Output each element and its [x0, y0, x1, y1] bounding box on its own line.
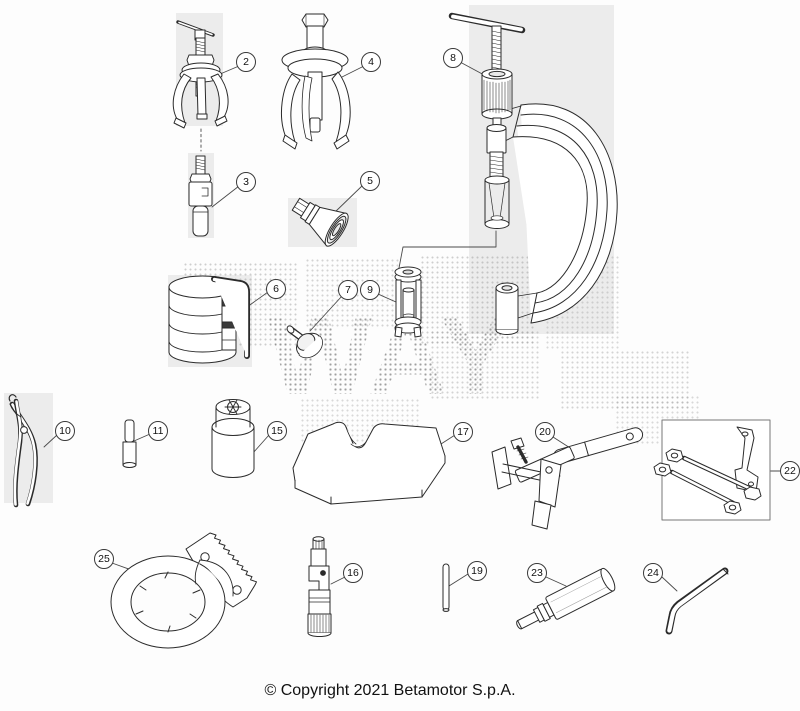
highlight-region: [4, 393, 53, 503]
callout-10[interactable]: 10: [55, 421, 75, 441]
callout-8-number: 8: [450, 52, 456, 64]
wedge-plate-illustration: [292, 421, 446, 505]
watermark-dots: [430, 330, 540, 400]
callout-7[interactable]: 7: [338, 280, 358, 300]
callout-16[interactable]: 16: [343, 563, 363, 583]
stepped-driver-illustration: [307, 536, 332, 637]
callout-20-number: 20: [539, 426, 551, 438]
callout-2-number: 2: [243, 56, 249, 68]
callout-20[interactable]: 20: [535, 422, 555, 442]
callout-25-number: 25: [98, 553, 110, 565]
callout-23-number: 23: [531, 567, 543, 579]
circlip-pliers-illustration: [8, 394, 38, 508]
torx-socket-illustration: [211, 399, 255, 478]
clutch-press-tool-illustration: [448, 12, 618, 335]
callout-5[interactable]: 5: [360, 171, 380, 191]
callout-10-number: 10: [59, 425, 71, 437]
straight-pin-illustration: [442, 563, 450, 612]
knob-screw-illustration: [286, 325, 323, 359]
clutch-disc-stack-illustration: [168, 275, 250, 364]
cage-cylinder-illustration: [394, 266, 422, 338]
callout-19[interactable]: 19: [467, 561, 487, 581]
callout-24[interactable]: 24: [643, 563, 663, 583]
callout-19-number: 19: [471, 565, 483, 577]
holding-lever-illustration: [491, 427, 644, 530]
callout-23[interactable]: 23: [527, 563, 547, 583]
callout-4-number: 4: [368, 56, 374, 68]
callout-3[interactable]: 3: [236, 172, 256, 192]
stud-bracket-kit-illustration: [653, 419, 771, 521]
watermark-dots: [560, 350, 690, 410]
callout-6-number: 6: [273, 283, 279, 295]
callout-25[interactable]: 25: [94, 549, 114, 569]
callout-5-number: 5: [367, 175, 373, 187]
callout-22[interactable]: 22: [780, 461, 800, 481]
driver-handle-illustration: [516, 567, 616, 630]
socket-adapter-illustration: [291, 197, 349, 247]
callout-2[interactable]: 2: [236, 52, 256, 72]
dowel-pin-illustration: [122, 419, 137, 468]
callout-17[interactable]: 17: [453, 422, 473, 442]
callout-11[interactable]: 11: [148, 421, 168, 441]
three-jaw-puller-small-illustration: [172, 20, 229, 129]
three-jaw-puller-large-illustration: [280, 13, 351, 150]
callout-9-number: 9: [367, 284, 373, 296]
hex-key-illustration: [665, 567, 729, 635]
ring-nut-wrench-illustration: [110, 532, 257, 649]
callout-8[interactable]: 8: [443, 48, 463, 68]
callout-24-number: 24: [647, 567, 659, 579]
callout-4[interactable]: 4: [361, 52, 381, 72]
callout-9[interactable]: 9: [360, 280, 380, 300]
callout-3-number: 3: [243, 176, 249, 188]
callout-15-number: 15: [271, 425, 283, 437]
callout-17-number: 17: [457, 426, 469, 438]
copyright-text: © Copyright 2021 Betamotor S.p.A.: [264, 682, 516, 699]
callout-22-number: 22: [784, 465, 796, 477]
callout-7-number: 7: [345, 284, 351, 296]
callout-11-number: 11: [152, 425, 164, 437]
callout-15[interactable]: 15: [267, 421, 287, 441]
callout-6[interactable]: 6: [266, 279, 286, 299]
puller-adapter-illustration: [188, 155, 213, 237]
callout-16-number: 16: [347, 567, 359, 579]
